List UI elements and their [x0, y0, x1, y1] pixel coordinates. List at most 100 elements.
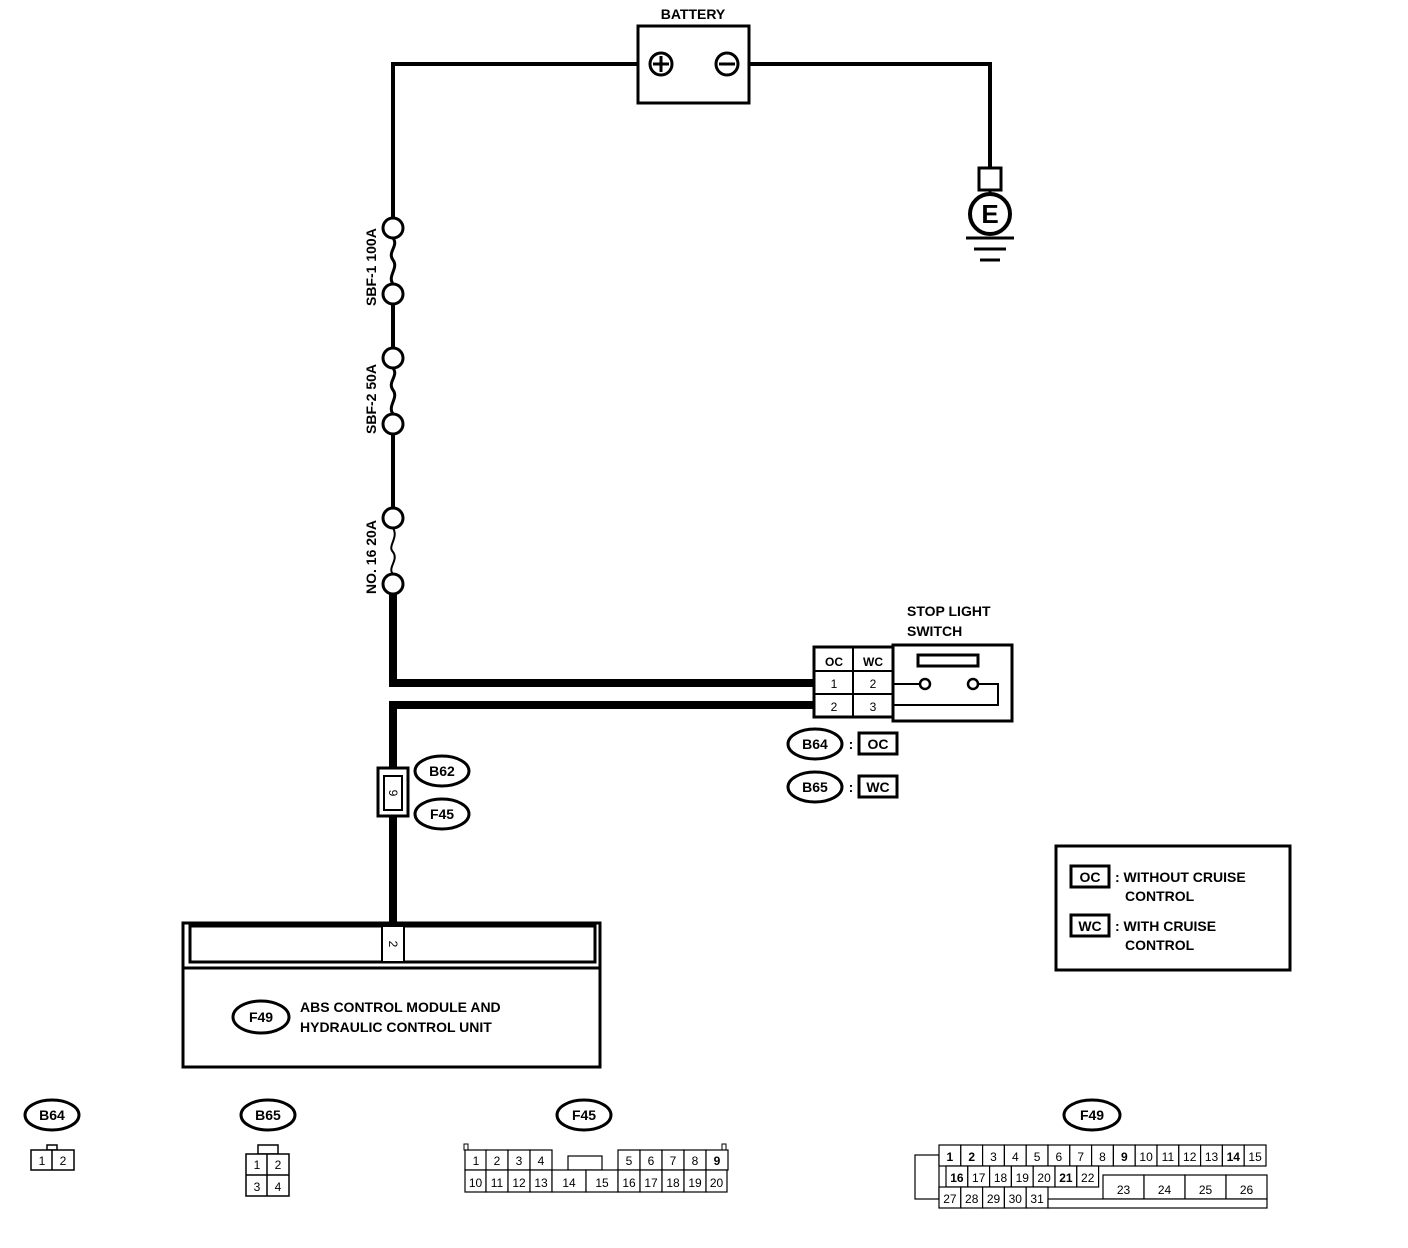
- switch-header-wc: WC: [863, 655, 883, 669]
- f49-pin: 7: [1077, 1150, 1084, 1164]
- f49-pin: 30: [1009, 1192, 1023, 1206]
- f45-pin: 13: [534, 1176, 548, 1190]
- b64-variant-code: OC: [868, 736, 889, 752]
- abs-pin: 2: [386, 941, 400, 948]
- f45-pin: 2: [494, 1154, 501, 1168]
- legend-oc-line2: CONTROL: [1125, 888, 1195, 904]
- b65-pin: 3: [254, 1180, 261, 1194]
- f49-pin: 1: [947, 1150, 954, 1164]
- fuse-no16: NO. 16 20A: [363, 506, 405, 596]
- f49-pin-cell: [1025, 1186, 1049, 1209]
- b64-pin: 2: [60, 1154, 67, 1168]
- stop-light-switch: STOP LIGHT SWITCH OC WC 1 2 2 3: [812, 603, 1014, 723]
- f45-pin: 15: [595, 1176, 609, 1190]
- f49-base-outline: [1047, 1198, 1268, 1209]
- switch-pin-wc-top: 2: [870, 677, 877, 691]
- f49-pin: 24: [1158, 1183, 1172, 1197]
- abs-control-module: 2 F49 ABS CONTROL MODULE AND HYDRAULIC C…: [181, 921, 602, 1069]
- legend-wc-line2: CONTROL: [1125, 937, 1195, 953]
- f45-pin: 1: [473, 1154, 480, 1168]
- f49-face-label: F49: [1080, 1107, 1104, 1123]
- f45-pin: 9: [714, 1154, 721, 1168]
- b65-ref-label: B65: [802, 779, 828, 795]
- f49-pin: 4: [1012, 1150, 1019, 1164]
- f49-pin: 2: [968, 1150, 975, 1164]
- stop-light-switch-label-2: SWITCH: [907, 623, 962, 639]
- f49-pin: 28: [965, 1192, 979, 1206]
- f49-pin: 11: [1162, 1150, 1175, 1164]
- f49-pin: 26: [1240, 1183, 1254, 1197]
- f45-pin-cell: [705, 1169, 728, 1193]
- f49-pin: 20: [1037, 1171, 1051, 1185]
- abs-name-line2: HYDRAULIC CONTROL UNIT: [300, 1019, 492, 1035]
- fuse-sbf-2: SBF-2 50A: [363, 346, 405, 436]
- inline-connector-pin: 9: [386, 790, 400, 797]
- legend: OC : WITHOUT CRUISE CONTROL WC : WITH CR…: [1054, 844, 1292, 972]
- connector-face-b65: B65 1 2 3 4: [239, 1098, 297, 1197]
- f49-pin-cell: [1076, 1165, 1100, 1188]
- switch-feed-wire: [389, 594, 814, 687]
- f45-pin: 20: [710, 1176, 724, 1190]
- stop-light-switch-label-1: STOP LIGHT: [907, 603, 991, 619]
- b64-ref-label: B64: [802, 736, 828, 752]
- switch-pin-oc-bottom: 2: [831, 700, 838, 714]
- f49-pin: 23: [1117, 1183, 1131, 1197]
- f45-pin: 19: [688, 1176, 702, 1190]
- f49-pin: 10: [1139, 1150, 1153, 1164]
- f49-pin: 27: [943, 1192, 957, 1206]
- f45-pin: 16: [622, 1176, 636, 1190]
- f45-pin: 4: [538, 1154, 545, 1168]
- connector-ref-b65: B65 : WC: [786, 770, 899, 804]
- legend-wc-code: WC: [1078, 918, 1101, 934]
- switch-pin-oc-top: 1: [831, 677, 838, 691]
- f45-pin: 5: [626, 1154, 633, 1168]
- b64-pin: 1: [39, 1154, 46, 1168]
- f49-pin-cell: [1143, 1174, 1186, 1200]
- fuse-sbf-2-label: SBF-2 50A: [363, 364, 379, 434]
- ground-wire: [749, 62, 992, 168]
- battery-label: BATTERY: [661, 6, 726, 22]
- f49-pin-cell: [1243, 1144, 1267, 1167]
- f49-pin: 13: [1205, 1150, 1219, 1164]
- battery-positive-terminal: [648, 51, 674, 77]
- positive-wire: [391, 62, 638, 218]
- f45-pin: 7: [670, 1154, 677, 1168]
- svg-text::: :: [849, 779, 854, 795]
- f49-pin: 3: [990, 1150, 997, 1164]
- f45-pin: 14: [562, 1176, 576, 1190]
- f49-pin: 8: [1099, 1150, 1106, 1164]
- f45-pin: 11: [491, 1176, 504, 1190]
- f49-pin: 29: [987, 1192, 1001, 1206]
- f45-label: F45: [430, 806, 454, 822]
- f45-pin: 3: [516, 1154, 523, 1168]
- f49-pin: 9: [1121, 1150, 1128, 1164]
- svg-text::: :: [849, 736, 854, 752]
- b65-variant-code: WC: [866, 779, 889, 795]
- ground-symbol: E: [966, 166, 1014, 262]
- switch-output-wire: [389, 701, 814, 768]
- b64-face-label: B64: [39, 1107, 65, 1123]
- legend-oc-code: OC: [1080, 869, 1101, 885]
- connector-ref-b64: B64 : OC: [786, 727, 899, 761]
- f49-pin-cell: [1102, 1174, 1145, 1200]
- f45-pin: 10: [469, 1176, 483, 1190]
- switch-pin-wc-bottom: 3: [870, 700, 877, 714]
- f45-pin: 17: [644, 1176, 658, 1190]
- f49-pin: 22: [1081, 1171, 1095, 1185]
- battery: BATTERY: [636, 6, 751, 105]
- f49-pin: 25: [1199, 1183, 1213, 1197]
- f49-pin: 21: [1059, 1171, 1073, 1185]
- switch-header-oc: OC: [825, 655, 843, 669]
- fuse-no16-label: NO. 16 20A: [363, 520, 379, 594]
- fuse-sbf-1: SBF-1 100A: [363, 216, 405, 306]
- f49-pin: 31: [1030, 1192, 1044, 1206]
- f49-pin: 12: [1183, 1150, 1197, 1164]
- fuse-sbf-1-label: SBF-1 100A: [363, 228, 379, 306]
- ground-e-icon: E: [981, 199, 998, 229]
- inline-connector-b62-f45: 9 B62 F45: [376, 754, 471, 831]
- f49-pin-cell: [1225, 1174, 1268, 1200]
- f45-pin: 18: [666, 1176, 680, 1190]
- abs-name-line1: ABS CONTROL MODULE AND: [300, 999, 501, 1015]
